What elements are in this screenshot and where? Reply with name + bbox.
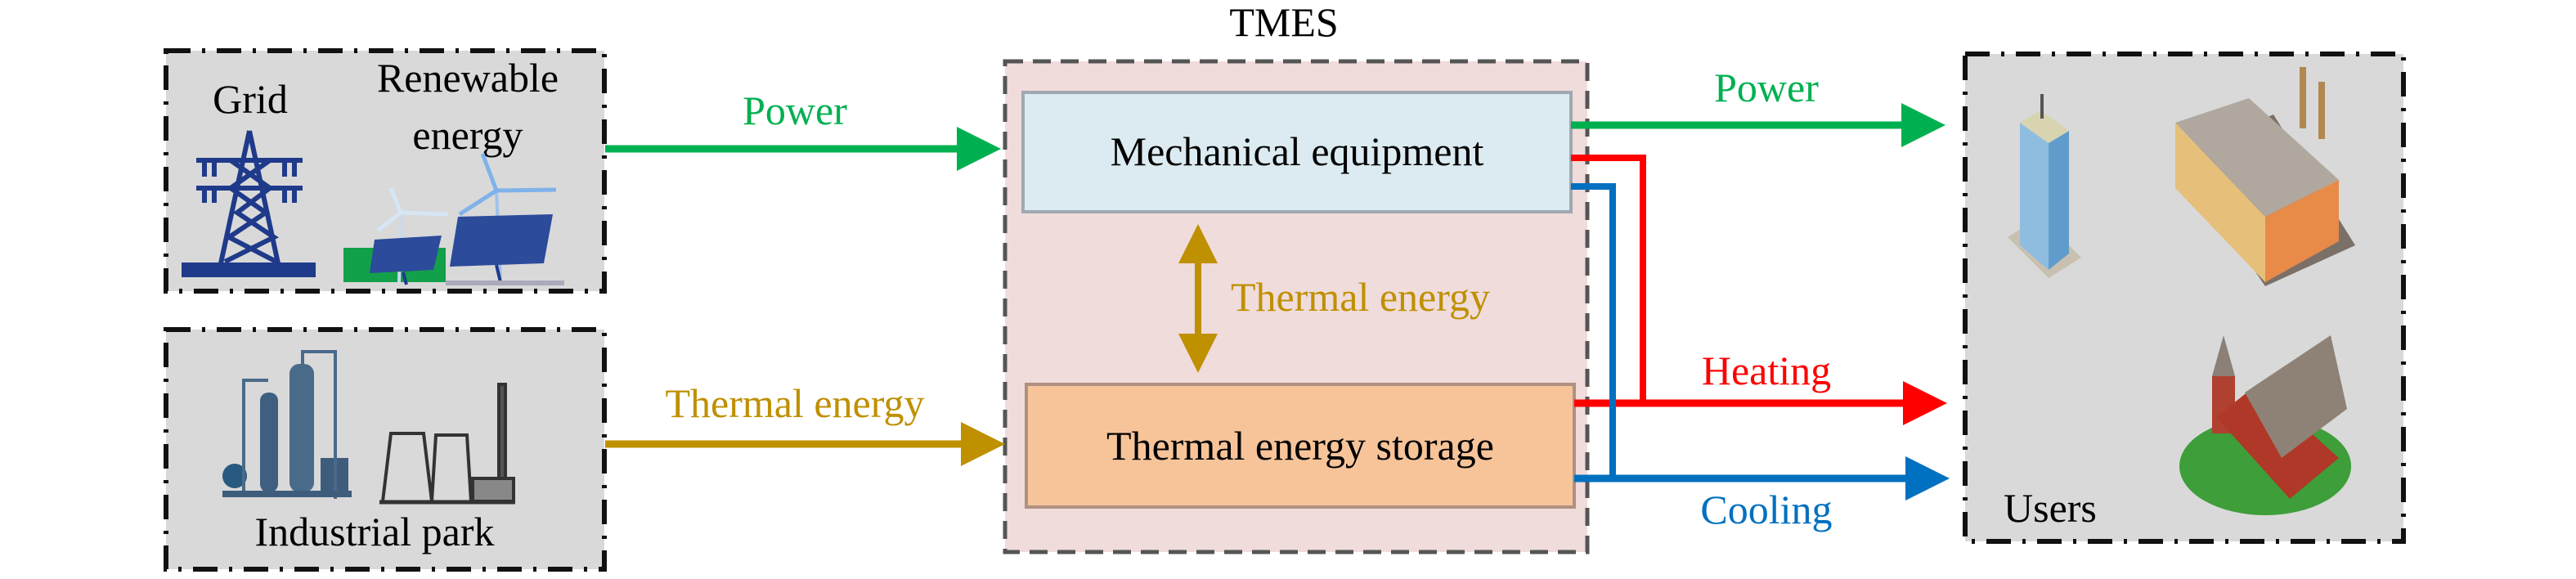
output-cooling-label: Cooling xyxy=(1700,487,1832,532)
thermal-energy-storage-box: Thermal energy storage xyxy=(1025,383,1576,509)
industrial-park-box: Industrial park xyxy=(164,327,607,572)
refinery-icon xyxy=(222,350,352,499)
renewable-label-line2: energy xyxy=(412,112,523,158)
thermal-energy-storage-label: Thermal energy storage xyxy=(1106,423,1494,469)
cooling-connector xyxy=(1571,183,1616,478)
transmission-tower-icon xyxy=(182,130,316,277)
mechanical-equipment-label: Mechanical equipment xyxy=(1111,128,1484,174)
power-plant-icon xyxy=(379,383,515,505)
users-box: Users xyxy=(1963,52,2406,544)
mechanical-equipment-box: Mechanical equipment xyxy=(1021,91,1573,213)
heating-connector xyxy=(1571,155,1646,403)
output-heating-label: Heating xyxy=(1702,348,1831,393)
input-thermal-label: Thermal energy xyxy=(666,380,925,426)
grid-renewable-box: Grid Renewable energy xyxy=(164,48,607,294)
tmes-title: TMES xyxy=(1229,0,1338,45)
grid-label: Grid xyxy=(213,76,288,122)
input-power-label: Power xyxy=(743,88,847,133)
barn-icon xyxy=(2179,335,2351,515)
industrial-park-label: Industrial park xyxy=(255,509,495,554)
users-label: Users xyxy=(2004,485,2097,531)
renewable-energy-icon xyxy=(343,153,564,285)
office-tower-icon xyxy=(2008,94,2081,278)
internal-thermal-label: Thermal energy xyxy=(1231,274,1490,320)
factory-building-icon xyxy=(2175,67,2355,286)
output-power-label: Power xyxy=(1714,65,1819,110)
renewable-label-line1: Renewable xyxy=(377,55,559,101)
